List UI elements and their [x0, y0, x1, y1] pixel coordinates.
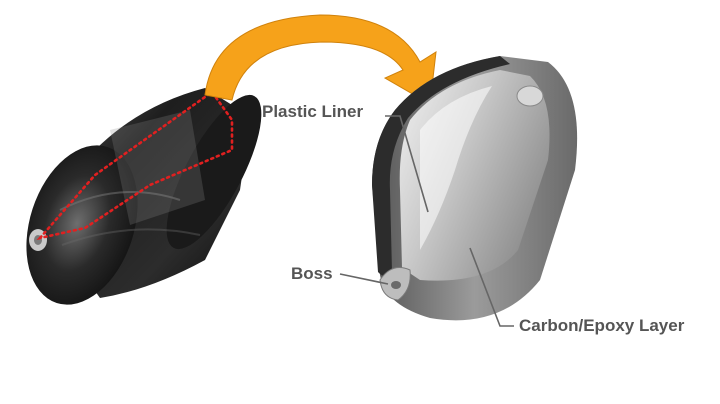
tank-front-dome — [26, 145, 138, 305]
leader-plastic-liner — [385, 115, 429, 213]
transition-arrow — [204, 14, 437, 105]
label-carbon-epoxy-layer: Carbon/Epoxy Layer — [519, 316, 685, 335]
tank-cylinder — [26, 88, 262, 305]
tank-back-cap — [166, 94, 262, 250]
leader-carbon-epoxy — [469, 247, 514, 327]
cutaway-outline — [36, 90, 234, 241]
leader-boss — [339, 273, 389, 285]
top-boss — [516, 85, 544, 107]
label-plastic-liner: Plastic Liner — [262, 102, 364, 121]
tank-cutaway — [372, 56, 578, 321]
label-boss: Boss — [291, 264, 333, 283]
